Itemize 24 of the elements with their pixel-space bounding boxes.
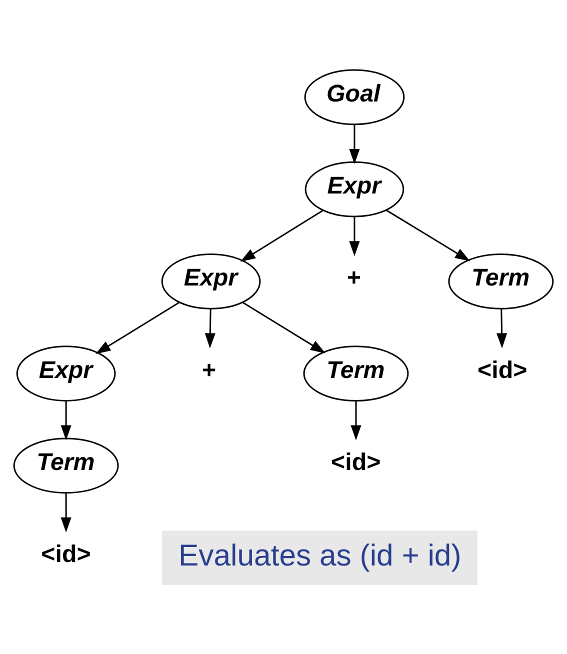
arrow <box>386 209 470 261</box>
node-text: + <box>346 264 362 292</box>
arrow <box>496 308 508 348</box>
node-text: <id> <box>41 540 91 568</box>
node-text: <id> <box>478 356 528 384</box>
arrow <box>60 400 72 440</box>
node-ellipse: Term <box>303 345 409 401</box>
node-ellipse: Term <box>448 253 554 309</box>
node-ellipse: Goal <box>304 68 405 125</box>
node-ellipse: Expr <box>161 253 261 309</box>
arrow <box>242 301 326 353</box>
node-ellipse: Term <box>13 437 119 494</box>
node-text: + <box>202 356 216 384</box>
node-ellipse: Expr <box>16 345 116 401</box>
node-text: <id> <box>331 448 381 476</box>
arrow <box>60 492 72 532</box>
node-ellipse: Expr <box>304 160 404 217</box>
arrow <box>349 124 360 164</box>
arrow <box>349 216 360 256</box>
arrow <box>96 301 180 354</box>
arrow <box>204 308 216 348</box>
label: Evaluates as (id + id) <box>178 538 462 572</box>
arrow <box>240 209 324 262</box>
arrow <box>350 400 362 440</box>
